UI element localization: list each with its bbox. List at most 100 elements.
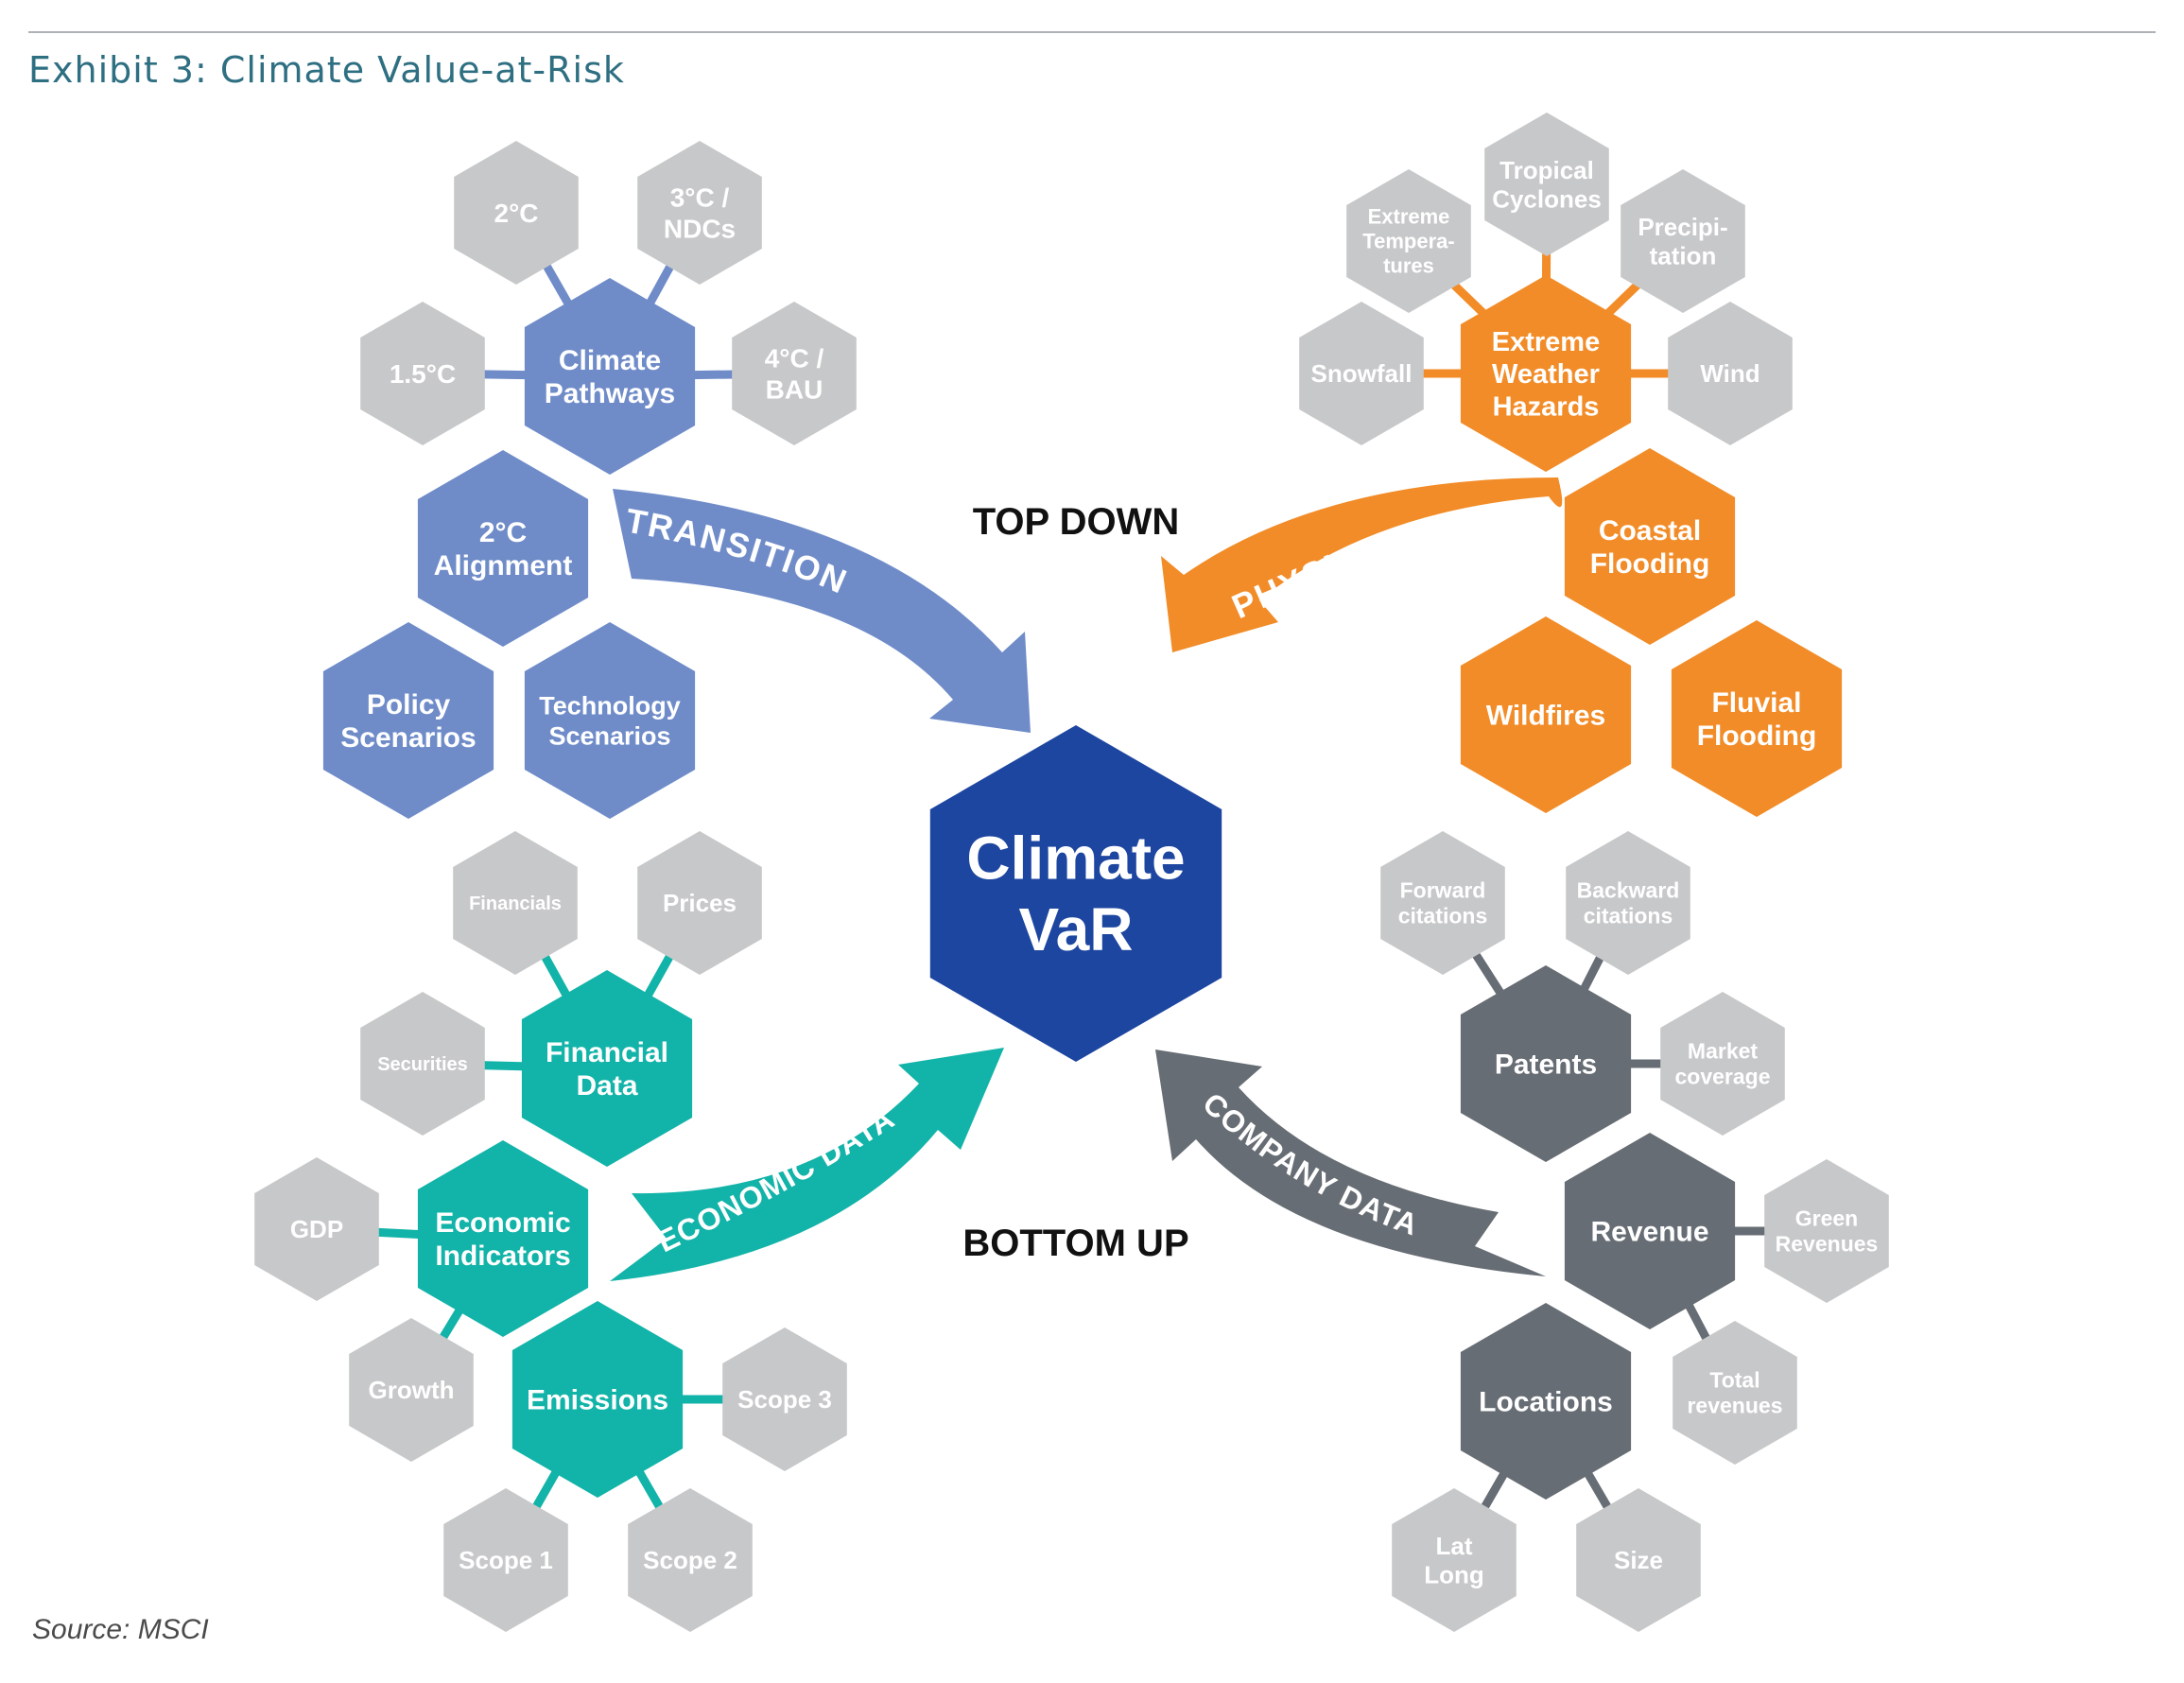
leaf-green-revenues-label: Revenues <box>1776 1232 1879 1257</box>
bottom-up-label: BOTTOM UP <box>962 1223 1188 1264</box>
leaf-scope-2: Scope 2 <box>628 1488 753 1632</box>
leaf-securities: Securities <box>360 992 485 1136</box>
hub-wildfires-shape <box>1460 616 1632 813</box>
leaf-4c-bau: 4°C /BAU <box>732 302 857 445</box>
leaf-snowfall-label: Snowfall <box>1311 359 1413 388</box>
leaf-backward-citations-shape <box>1566 831 1690 975</box>
leaf-securities-shape <box>360 992 485 1136</box>
leaf-4c-bau-shape <box>732 302 857 445</box>
hub-patents-label: Patents <box>1495 1050 1597 1081</box>
leaf-wind-label: Wind <box>1700 359 1759 388</box>
climate-var-center-shape <box>929 725 1222 1062</box>
leaf-precipitation-label: Precipi- <box>1638 213 1727 241</box>
leaf-snowfall: Snowfall <box>1299 302 1424 445</box>
leaf-lat-long-label: Long <box>1424 1560 1484 1588</box>
hub-locations-label: Locations <box>1479 1387 1613 1418</box>
leaf-backward-citations-label: citations <box>1584 904 1673 928</box>
leaf-green-revenues-shape <box>1764 1159 1889 1303</box>
leaf-2c: 2°C <box>454 141 579 285</box>
leaf-wind-shape <box>1668 302 1793 445</box>
hub-locations-shape <box>1460 1303 1632 1500</box>
hub-fluvial-flooding-label: Fluvial <box>1711 687 1801 719</box>
hub-2c-alignment-shape <box>417 450 589 647</box>
hub-coastal-flooding-label: Coastal <box>1599 515 1701 547</box>
hub-technology-scenarios-label: Scenarios <box>548 721 670 750</box>
hub-fluvial-flooding-shape <box>1671 620 1843 817</box>
hub-fluvial-flooding-label: Flooding <box>1697 720 1817 752</box>
hub-financial-data-shape <box>521 970 693 1167</box>
hub-wildfires-label: Wildfires <box>1486 701 1605 732</box>
leaf-scope-1: Scope 1 <box>443 1488 568 1632</box>
hub-revenue: Revenue <box>1564 1133 1736 1329</box>
leaf-green-revenues-label: Green <box>1795 1206 1858 1231</box>
hub-coastal-flooding-label: Flooding <box>1590 548 1710 580</box>
leaf-3c-ndcs: 3°C /NDCs <box>637 141 762 285</box>
leaf-precipitation: Precipi-tation <box>1621 169 1745 313</box>
economic-arrow <box>610 1048 1004 1281</box>
hub-patents: Patents <box>1460 965 1632 1162</box>
leaf-gdp-shape <box>254 1157 379 1301</box>
leaf-securities-label: Securities <box>377 1054 468 1075</box>
leaf-3c-ndcs-label: NDCs <box>664 214 736 243</box>
leaf-total-revenues-label: Total <box>1709 1368 1759 1393</box>
leaf-total-revenues-shape <box>1673 1321 1797 1465</box>
hub-patents-shape <box>1460 965 1632 1162</box>
leaf-prices: Prices <box>637 831 762 975</box>
leaf-forward-citations-label: citations <box>1398 904 1488 928</box>
hub-2c-alignment-label: Alignment <box>434 550 573 581</box>
hub-extreme-weather-hazards-label: Hazards <box>1493 391 1600 422</box>
hub-emissions: Emissions <box>511 1301 684 1498</box>
leaf-forward-citations-label: Forward <box>1400 878 1486 903</box>
hub-climate-pathways-label: Climate <box>559 345 661 376</box>
leaf-scope-3: Scope 3 <box>722 1327 847 1471</box>
leaf-4c-bau-label: BAU <box>766 374 823 404</box>
hub-economic-indicators-label: Economic <box>435 1207 570 1239</box>
leaf-gdp: GDP <box>254 1157 379 1301</box>
leaf-lat-long-label: Lat <box>1436 1532 1473 1560</box>
hub-extreme-weather-hazards-label: Weather <box>1492 359 1600 390</box>
leaf-scope-2-shape <box>628 1488 753 1632</box>
leaf-snowfall-shape <box>1299 302 1424 445</box>
leaf-extreme-temperatures-shape <box>1346 169 1471 313</box>
hub-extreme-weather-hazards-shape <box>1460 275 1632 472</box>
hub-financial-data-label: Financial <box>546 1037 668 1068</box>
physical-arrow <box>1161 477 1563 652</box>
leaf-precipitation-label: tation <box>1650 241 1717 269</box>
hub-policy-scenarios-label: Scenarios <box>340 722 476 754</box>
leaf-financials: Financials <box>453 831 578 975</box>
leaf-tropical-cyclones-shape <box>1484 113 1609 256</box>
leaf-market-coverage-shape <box>1660 992 1785 1136</box>
leaf-forward-citations-shape <box>1380 831 1505 975</box>
leaf-prices-label: Prices <box>663 889 737 917</box>
hub-2c-alignment-label: 2°C <box>479 517 527 548</box>
leaf-scope-3-shape <box>722 1327 847 1471</box>
leaf-size-label: Size <box>1614 1546 1663 1574</box>
leaf-size-shape <box>1576 1488 1701 1632</box>
hub-revenue-shape <box>1564 1133 1736 1329</box>
leaf-3c-ndcs-label: 3°C / <box>670 182 730 212</box>
hub-climate-pathways-label: Pathways <box>545 378 675 409</box>
leaf-gdp-label: GDP <box>290 1215 343 1243</box>
leaf-growth-label: Growth <box>369 1376 455 1404</box>
leaf-market-coverage-label: Market <box>1688 1039 1758 1064</box>
leaf-lat-long-shape <box>1392 1488 1517 1632</box>
leaf-1-5c-shape <box>360 302 485 445</box>
climate-var-center-label: VaR <box>1019 895 1134 963</box>
leaf-extreme-temperatures-label: Tempera- <box>1362 230 1454 253</box>
hub-climate-pathways-shape <box>524 278 696 475</box>
hub-technology-scenarios-label: Technology <box>539 692 681 720</box>
climate-var-center-label: Climate <box>966 824 1185 893</box>
hub-policy-scenarios-shape <box>322 622 494 819</box>
